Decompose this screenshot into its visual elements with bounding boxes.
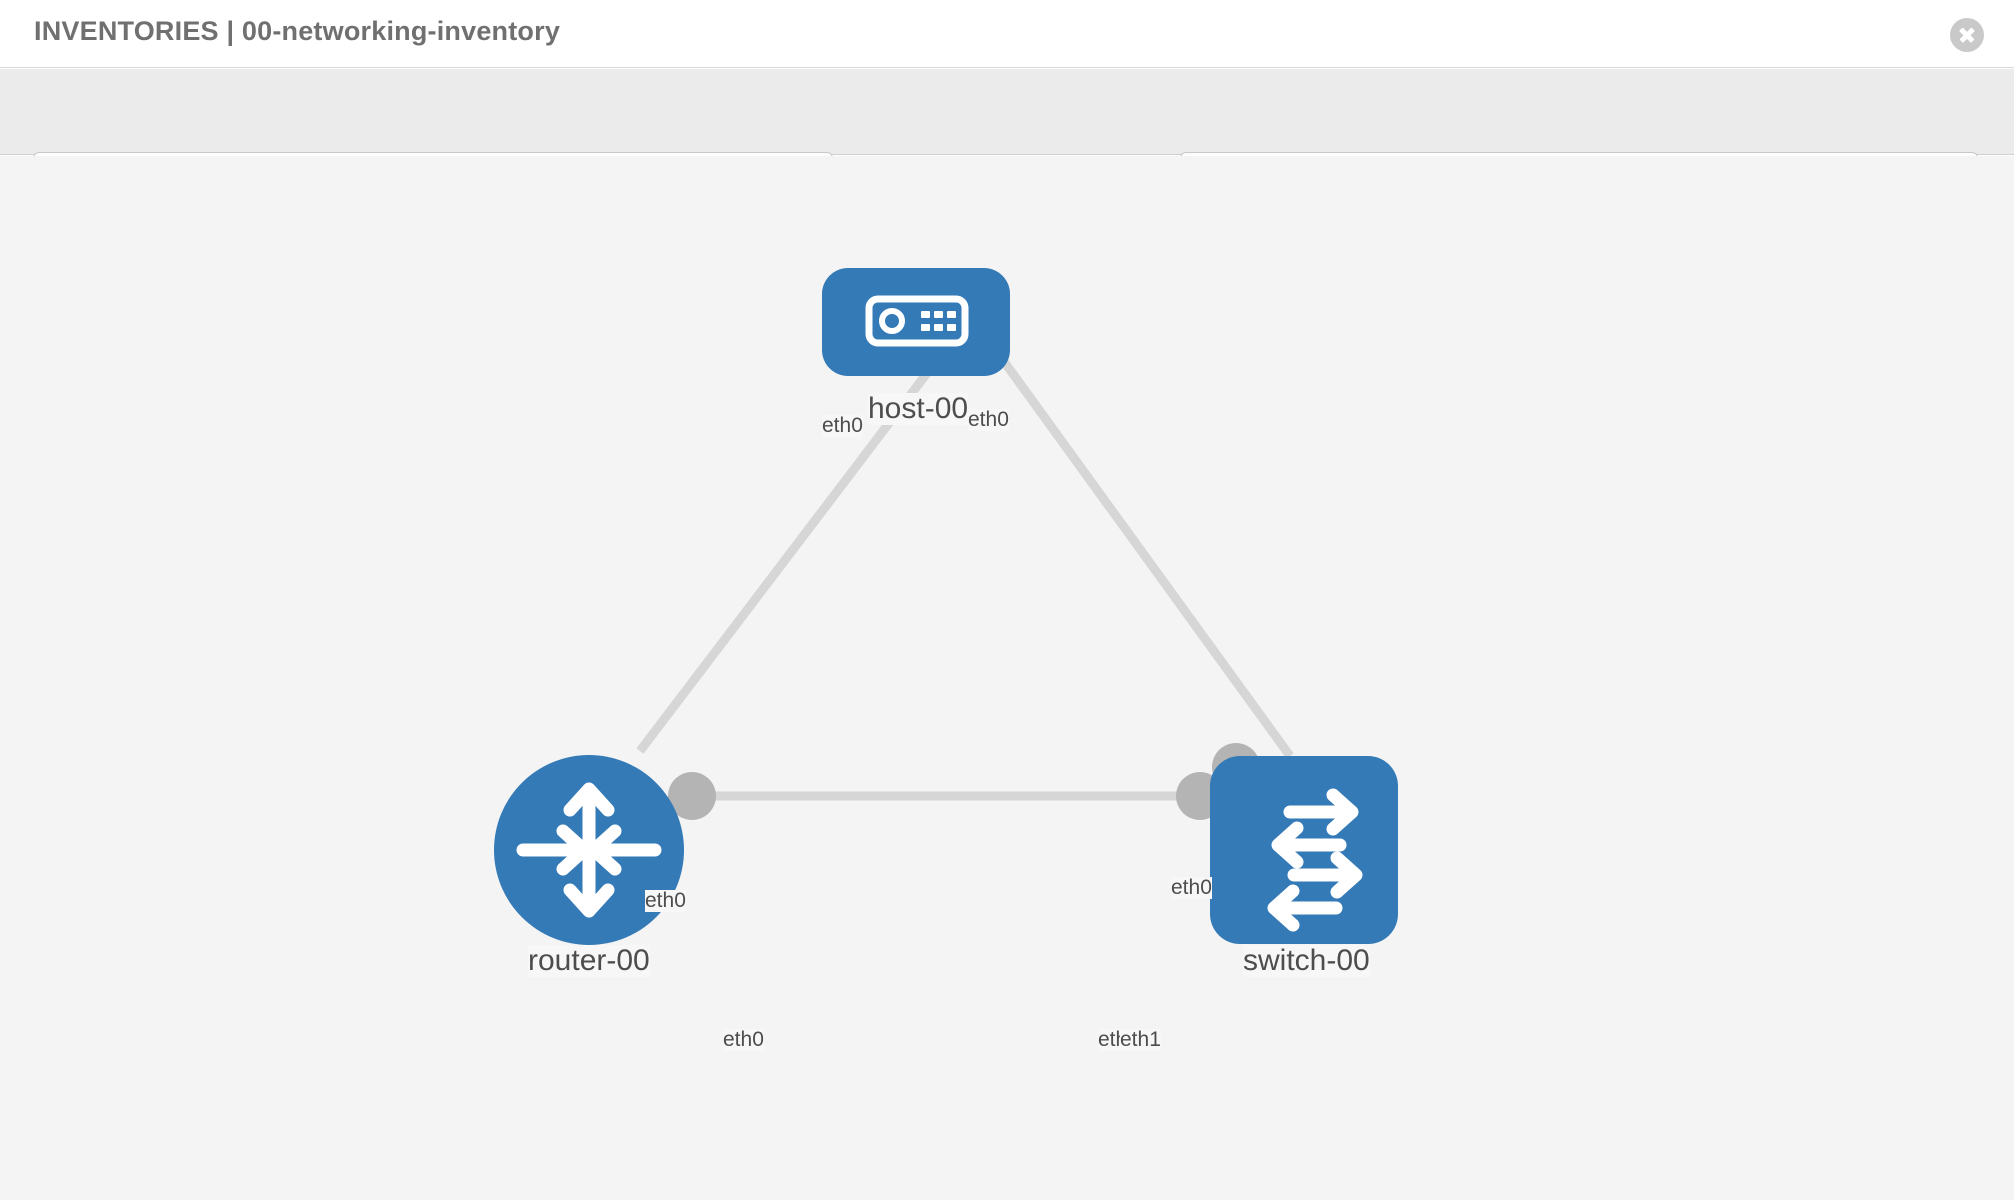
port-label-switch-eth1-left: eth1 — [1120, 1028, 1161, 1052]
node-switch-00 — [1210, 756, 1398, 944]
node-label-switch-00: switch-00 — [1243, 944, 1370, 977]
port-label-router-eth0-up: eth0 — [645, 889, 686, 913]
router-arrows-icon — [516, 782, 662, 918]
topology-graph — [494, 268, 1398, 945]
port-label-router-eth0-right: eth0 — [723, 1028, 764, 1052]
host-device-leds — [921, 311, 956, 331]
close-icon[interactable] — [1950, 18, 1984, 52]
port-label-host-eth0-right: eth0 — [968, 408, 1009, 432]
node-label-router-00: router-00 — [528, 944, 650, 977]
port-label-switch-eth0-up: eth0 — [1171, 876, 1212, 900]
page-title: INVENTORIES | 00-networking-inventory — [34, 16, 561, 46]
node-host-00 — [822, 268, 1010, 376]
host-device-icon — [865, 295, 969, 347]
node-router-00 — [494, 755, 684, 945]
node-label-host-00: host-00 — [868, 392, 969, 425]
port-label-host-eth0-left: eth0 — [822, 414, 863, 438]
switch-arrows-icon — [1267, 788, 1363, 932]
topology-canvas[interactable]: host-00 router-00 switch-00 eth0 eth0 et… — [0, 156, 2014, 1200]
port-label-switch-eth-left: eth — [1098, 1028, 1128, 1052]
endpoint-router-right — [668, 772, 716, 820]
toolbar: ACTIONS SEARCH — [0, 69, 2014, 207]
edge-host-switch — [996, 353, 1294, 759]
page-header: INVENTORIES | 00-networking-inventory — [0, 0, 2014, 68]
